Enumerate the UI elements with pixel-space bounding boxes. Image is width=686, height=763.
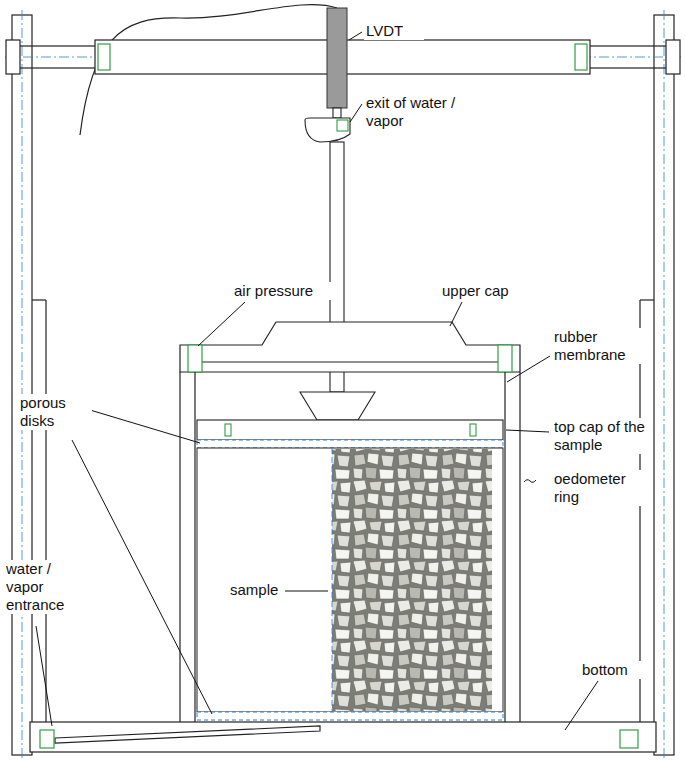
lvdt-body	[327, 8, 347, 108]
part-label: upper cap	[440, 282, 530, 300]
bottom-plate	[30, 722, 656, 752]
part-label: sample	[228, 581, 284, 599]
outlet-label: exit of water / vapor	[364, 94, 476, 130]
sample-space	[197, 448, 503, 712]
centerline	[5, 10, 681, 760]
part-label: porous disks	[18, 394, 92, 430]
leader-line	[36, 32, 598, 730]
part-label: bottom	[580, 661, 650, 679]
part-label: top cap of the sample	[552, 418, 648, 454]
upper-cap	[180, 322, 520, 372]
part-label: oedometer ring	[552, 470, 648, 506]
gravel-sample	[332, 449, 492, 711]
sensor-label: LVDT	[364, 22, 424, 40]
sample-top-cap	[197, 392, 503, 440]
porous-disk	[197, 712, 503, 720]
inlet-label: water / vapor entrance	[4, 560, 80, 614]
section-line	[332, 448, 333, 712]
cell-wall	[180, 372, 520, 722]
frame-post	[12, 15, 674, 755]
part-label: rubber membrane	[552, 328, 644, 364]
porous-disk	[197, 440, 503, 448]
inlet-label: air pressure	[232, 282, 342, 300]
